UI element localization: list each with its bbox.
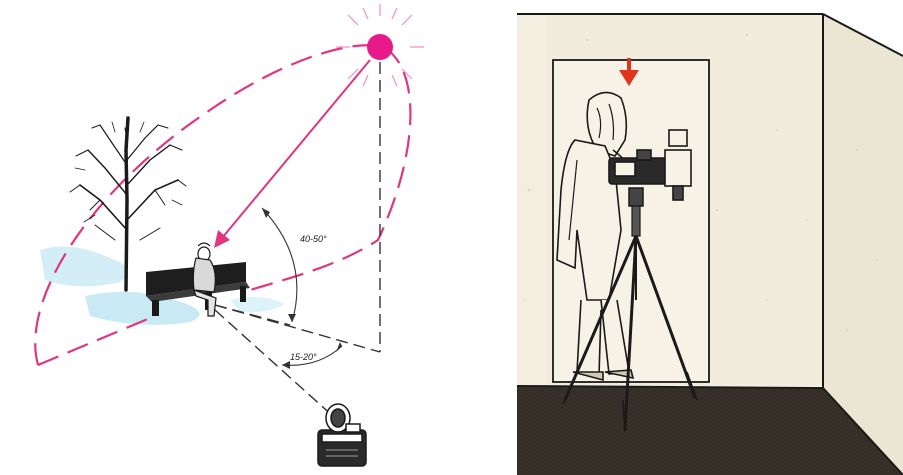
person-icon [193, 243, 216, 316]
elevation-angle-label: 40-50° [300, 234, 327, 244]
sun-ray-arrow [214, 60, 370, 248]
camera-icon [318, 404, 366, 466]
sun-icon [336, 4, 424, 92]
side-angle-label: 15-20° [290, 352, 317, 362]
indoor-diagram-svg [517, 0, 903, 475]
indoor-photographer-diagram [517, 0, 903, 475]
outdoor-diagram-svg: 40-50° 15-20° [0, 0, 460, 475]
sun-path-lower [38, 318, 150, 365]
outdoor-lighting-diagram: 40-50° 15-20° [0, 0, 460, 475]
